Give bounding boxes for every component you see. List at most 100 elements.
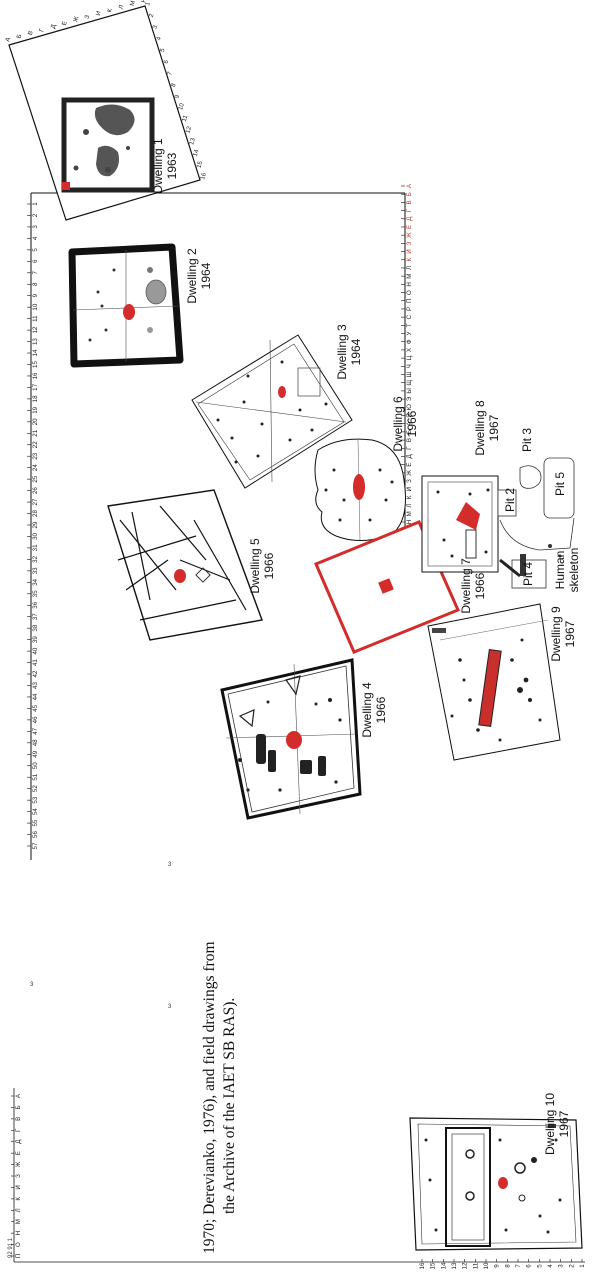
d1-number-label: 16 bbox=[199, 171, 208, 180]
num-axis-label: 28 bbox=[32, 510, 39, 517]
d1-number-label: 14 bbox=[192, 148, 201, 157]
num-axis-label: 48 bbox=[32, 739, 39, 746]
human-skeleton-label: Human skeleton bbox=[553, 548, 581, 593]
num-axis-label: 44 bbox=[32, 693, 39, 700]
letter-axis-label: Л bbox=[406, 266, 413, 270]
num-axis-label: 54 bbox=[32, 808, 39, 815]
letter-axis-label: И bbox=[406, 487, 413, 491]
letter-axis-label: Х bbox=[406, 348, 413, 352]
d1-number-label: 3 bbox=[152, 24, 160, 30]
pit-5-name: Pit 5 bbox=[553, 472, 567, 496]
dwelling-7-label: Dwelling 7 1966 bbox=[459, 558, 487, 614]
dwelling-9-plan bbox=[427, 603, 561, 761]
num-axis-label: 41 bbox=[32, 659, 39, 666]
d10-number-label: 9 bbox=[494, 1264, 501, 1268]
num-axis-label: 39 bbox=[32, 636, 39, 643]
letter-axis-label: А bbox=[406, 421, 413, 426]
pit-2-label: Pit 2 bbox=[503, 488, 517, 512]
dwelling-9-year: 1967 bbox=[563, 620, 577, 647]
letter-axis-label: Г bbox=[406, 446, 413, 450]
num-axis-label: 36 bbox=[32, 601, 39, 608]
num-axis-label: 37 bbox=[32, 613, 39, 620]
dwelling-3-name: Dwelling 3 bbox=[335, 324, 349, 380]
d10-letter-label: П bbox=[15, 1254, 22, 1258]
letter-axis-label: У bbox=[406, 331, 413, 335]
d1-number-label: 15 bbox=[196, 160, 205, 169]
dwelling-1-name: Dwelling 1 bbox=[151, 138, 165, 194]
num-axis-label: 8 bbox=[32, 282, 39, 286]
d1-letter-label: Л bbox=[118, 4, 126, 10]
num-axis-label: 6 bbox=[32, 259, 39, 263]
d1-number-label: 2 bbox=[148, 12, 156, 18]
num-axis-label: 18 bbox=[32, 395, 39, 402]
num-axis-label: 49 bbox=[32, 750, 39, 757]
d1-letter-label: Б bbox=[16, 33, 24, 39]
letter-axis-label: Щ bbox=[406, 380, 413, 386]
d10-number-label: 4 bbox=[547, 1264, 554, 1268]
d1-number-label: 11 bbox=[181, 114, 190, 123]
dwelling-8-year: 1967 bbox=[487, 414, 501, 441]
letter-axis-label: Н bbox=[406, 282, 413, 286]
d10-letter-label: О bbox=[15, 1242, 22, 1247]
letter-axis-label: Т bbox=[406, 323, 413, 327]
dwelling-7-8-plan bbox=[421, 457, 575, 589]
num-axis-label: 34 bbox=[32, 578, 39, 585]
dwelling-5-name: Dwelling 5 bbox=[248, 538, 262, 594]
num-axis-label: 12 bbox=[32, 326, 39, 333]
dwelling-2-name: Dwelling 2 bbox=[185, 248, 199, 304]
d1-number-label: 8 bbox=[170, 82, 178, 88]
d1-number-label: 5 bbox=[159, 47, 167, 53]
letter-axis-label: Р bbox=[406, 307, 413, 311]
num-axis-label: 27 bbox=[32, 498, 39, 505]
letter-axis-label: Ю bbox=[406, 404, 413, 410]
num-axis-label: 17 bbox=[32, 383, 39, 390]
dwelling-7-year: 1966 bbox=[473, 572, 487, 599]
d10-letter-label: Г bbox=[15, 1128, 22, 1132]
num-axis-label: 11 bbox=[32, 315, 39, 322]
letter-axis-label: Ж bbox=[406, 470, 413, 476]
dwelling-10-name: Dwelling 10 bbox=[543, 1093, 557, 1155]
d10-number-label: 16 bbox=[419, 1262, 426, 1269]
d1-number-label: 1 bbox=[144, 1, 152, 7]
letter-axis-label: Ц bbox=[406, 355, 413, 360]
dwelling-6-label: Dwelling 6 1966 bbox=[391, 396, 419, 452]
d10-number-label: 2 bbox=[568, 1264, 575, 1268]
dwelling-6-name: Dwelling 6 bbox=[391, 396, 405, 452]
dwelling-2-label: Dwelling 2 1964 bbox=[185, 248, 213, 304]
d10-number-label: 7 bbox=[515, 1264, 522, 1268]
dwelling-7-name: Dwelling 7 bbox=[459, 558, 473, 614]
letter-axis-red-label: З bbox=[406, 241, 413, 245]
num-axis-label: 24 bbox=[32, 464, 39, 471]
letter-axis-red-label: В bbox=[406, 200, 413, 204]
num-axis-label: 43 bbox=[32, 682, 39, 689]
dwelling-6-plan bbox=[314, 438, 406, 541]
d1-letter-label: Н bbox=[140, 0, 148, 4]
letter-axis-red-label: А bbox=[406, 183, 413, 188]
d10-number-label: 14 bbox=[440, 1262, 447, 1269]
numeric-axis: 1234567891011121314151617181920212223242… bbox=[27, 193, 39, 860]
dwelling-2-year: 1964 bbox=[199, 262, 213, 289]
letter-axis-label: Б bbox=[406, 430, 413, 434]
num-axis-label: 38 bbox=[32, 624, 39, 631]
num-axis-label: 14 bbox=[32, 349, 39, 356]
d10-letter-label: З bbox=[15, 1174, 22, 1178]
num-axis-label: 20 bbox=[32, 418, 39, 425]
dwelling-3-label: Dwelling 3 1964 bbox=[335, 324, 363, 380]
letter-axis-label: Ч bbox=[406, 364, 413, 368]
letter-axis-label: Ш bbox=[406, 371, 413, 377]
letter-axis-label: Ы bbox=[406, 388, 413, 393]
num-axis-label: 40 bbox=[32, 647, 39, 654]
num-axis-label: 25 bbox=[32, 475, 39, 482]
d10-number-label: 15 bbox=[430, 1262, 437, 1269]
num-axis-label: 15 bbox=[32, 361, 39, 368]
d10-letter-label: Ж bbox=[15, 1161, 22, 1167]
stray-mark-a: 3 bbox=[168, 862, 172, 868]
stray-mark-b: 3 bbox=[168, 1004, 172, 1010]
d10-number-label: 12 bbox=[462, 1262, 469, 1269]
num-axis-label: 51 bbox=[32, 773, 39, 780]
d10-number-label: 3 bbox=[558, 1264, 565, 1268]
d1-letter-label: Ж bbox=[72, 15, 80, 23]
d10-letter-label: Е bbox=[15, 1151, 22, 1155]
